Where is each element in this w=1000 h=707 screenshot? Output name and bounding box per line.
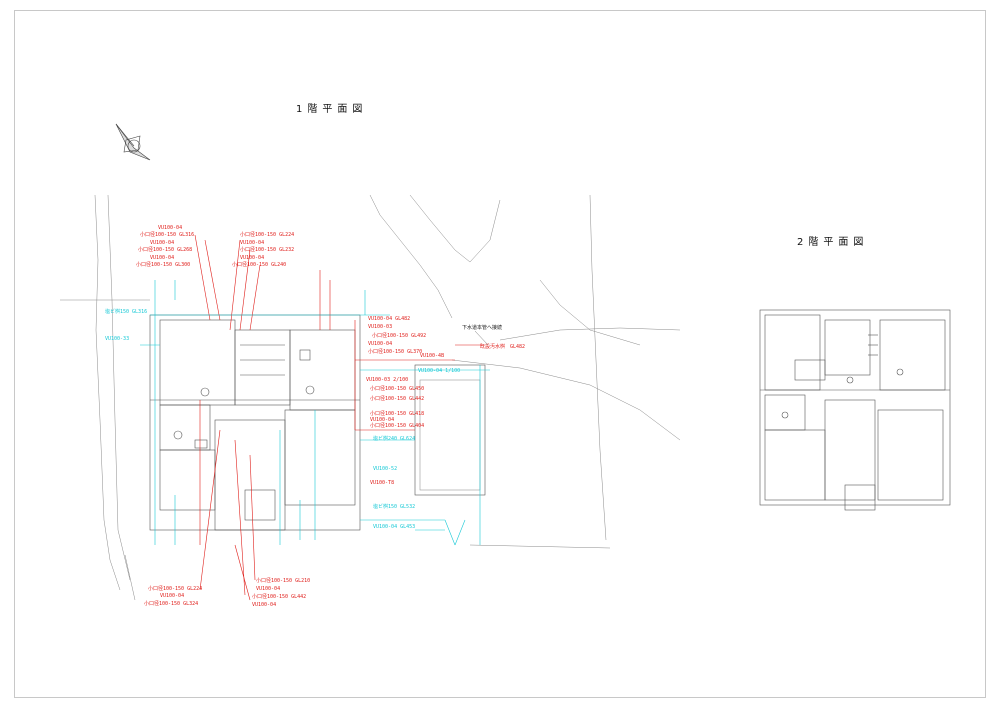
pipe-label: VU100-03 bbox=[368, 324, 392, 330]
existing-meter-gl: GL482 bbox=[510, 344, 525, 350]
pipe-label: VU100-04 bbox=[240, 255, 264, 261]
pipe-label: 小口径100-150 GL442 bbox=[370, 395, 424, 402]
pipe-label: 小口径100-150 GL240 bbox=[232, 261, 286, 268]
pipe-label: VU100-03 2/100 bbox=[366, 377, 408, 383]
sheet-frame bbox=[14, 10, 986, 698]
pipe-label: VU100-04 bbox=[370, 417, 394, 423]
north-arrow-icon bbox=[115, 123, 151, 161]
floor1-plan-title: 1階平面図 bbox=[296, 104, 368, 115]
pipe-label: VU100-04 bbox=[252, 602, 276, 608]
pipe-label: 小口径100-150 GL268 bbox=[138, 246, 192, 253]
drain-pipes-cyan bbox=[140, 280, 490, 546]
red-labels-top-mid: 小口径100-150 GL224 VU100-04 小口径100-150 GL2… bbox=[232, 231, 294, 268]
red-labels-top-left: VU100-04 小口径100-150 GL316 VU100-04 小口径10… bbox=[136, 225, 194, 268]
pipe-label: 小口径100-150 GL316 bbox=[140, 231, 194, 238]
pipe-label: VU100-T8 bbox=[370, 480, 394, 486]
pipe-label: 小口径100-150 GL450 bbox=[370, 385, 424, 392]
pipe-label: VU100-04 bbox=[158, 225, 182, 231]
basin-label: VU100-52 bbox=[373, 466, 397, 472]
pipe-label: VU100-04 bbox=[256, 586, 280, 592]
pipe-label: VU100-04 bbox=[160, 593, 184, 599]
pipe-label: 小口径100-150 GL404 bbox=[370, 422, 424, 429]
pipe-label: 小口径100-150 GL418 bbox=[370, 410, 424, 417]
basin-label: VU100-04 1/100 bbox=[418, 368, 460, 374]
pipe-label: 小口径100-150 GL232 bbox=[240, 246, 294, 253]
pipe-label: VU100-04 bbox=[150, 240, 174, 246]
pipe-label: 小口径100-150 GL492 bbox=[372, 332, 426, 339]
floor1-building bbox=[149, 314, 486, 531]
pipe-label: 小口径100-150 GL442 bbox=[252, 593, 306, 600]
basin-label: 塩ビ桝150 GL316 bbox=[105, 308, 147, 315]
pipe-label: VU100-04 bbox=[150, 255, 174, 261]
floor2-plan-title: 2階平面図 bbox=[797, 237, 869, 248]
existing-meter-note: 既設汚水桝 bbox=[480, 343, 505, 350]
site-outline bbox=[60, 194, 681, 601]
basin-label: VU100-33 bbox=[105, 336, 129, 342]
pipe-label: VU100-04 bbox=[368, 341, 392, 347]
red-labels-right: VU100-04 GL482 VU100-03 小口径100-150 GL492… bbox=[366, 316, 444, 429]
basin-label: 塩ビ桝240 GL624 bbox=[373, 435, 415, 442]
floor2-building bbox=[759, 309, 951, 511]
pipe-label: 小口径100-150 GL224 bbox=[240, 231, 294, 238]
red-labels-bottom-left: 小口径100-150 GL224 VU100-04 小口径100-150 GL3… bbox=[144, 585, 202, 607]
pipe-label: 小口径100-150 GL370 bbox=[368, 348, 422, 355]
drain-pipes-red bbox=[194, 234, 482, 601]
pipe-label: VU100-04 bbox=[240, 240, 264, 246]
cyan-labels: 塩ビ桝150 GL316 VU100-33 VU100-04 1/100 塩ビ桝… bbox=[105, 308, 460, 530]
pipe-label: 小口径100-150 GL224 bbox=[148, 585, 202, 592]
sewer-annotations: 下水道本管へ接続 既設汚水桝 GL482 bbox=[462, 324, 525, 350]
red-labels-bottom-mid: 小口径100-150 GL210 VU100-04 小口径100-150 GL4… bbox=[252, 577, 310, 608]
basin-label: 塩ビ桝150 GL532 bbox=[373, 503, 415, 510]
pipe-label: 小口径100-150 GL324 bbox=[144, 600, 198, 607]
pipe-label: VU100-04 GL482 bbox=[368, 316, 410, 322]
basin-label: VU100-04 GL453 bbox=[373, 524, 415, 530]
pipe-label: 小口径100-150 GL210 bbox=[256, 577, 310, 584]
pipe-label: 小口径100-150 GL300 bbox=[136, 261, 190, 268]
sewer-connection-note: 下水道本管へ接続 bbox=[462, 324, 502, 331]
pipe-label: VU100-4B bbox=[420, 353, 444, 359]
